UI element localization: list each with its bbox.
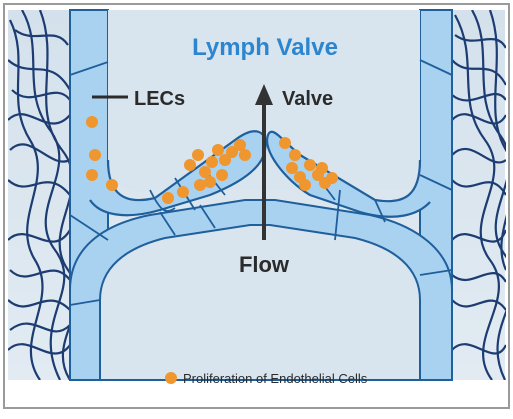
legend-text: Proliferation of Endothelial Cells — [183, 371, 368, 386]
flow-label: Flow — [239, 252, 290, 277]
lower-lumen — [100, 225, 420, 380]
diagram-title: Lymph Valve — [192, 34, 338, 61]
valve-label: Valve — [282, 88, 333, 110]
legend: Proliferation of Endothelial Cells — [165, 371, 368, 386]
lecs-label: LECs — [134, 88, 185, 110]
orange-dot-icon — [165, 372, 177, 384]
